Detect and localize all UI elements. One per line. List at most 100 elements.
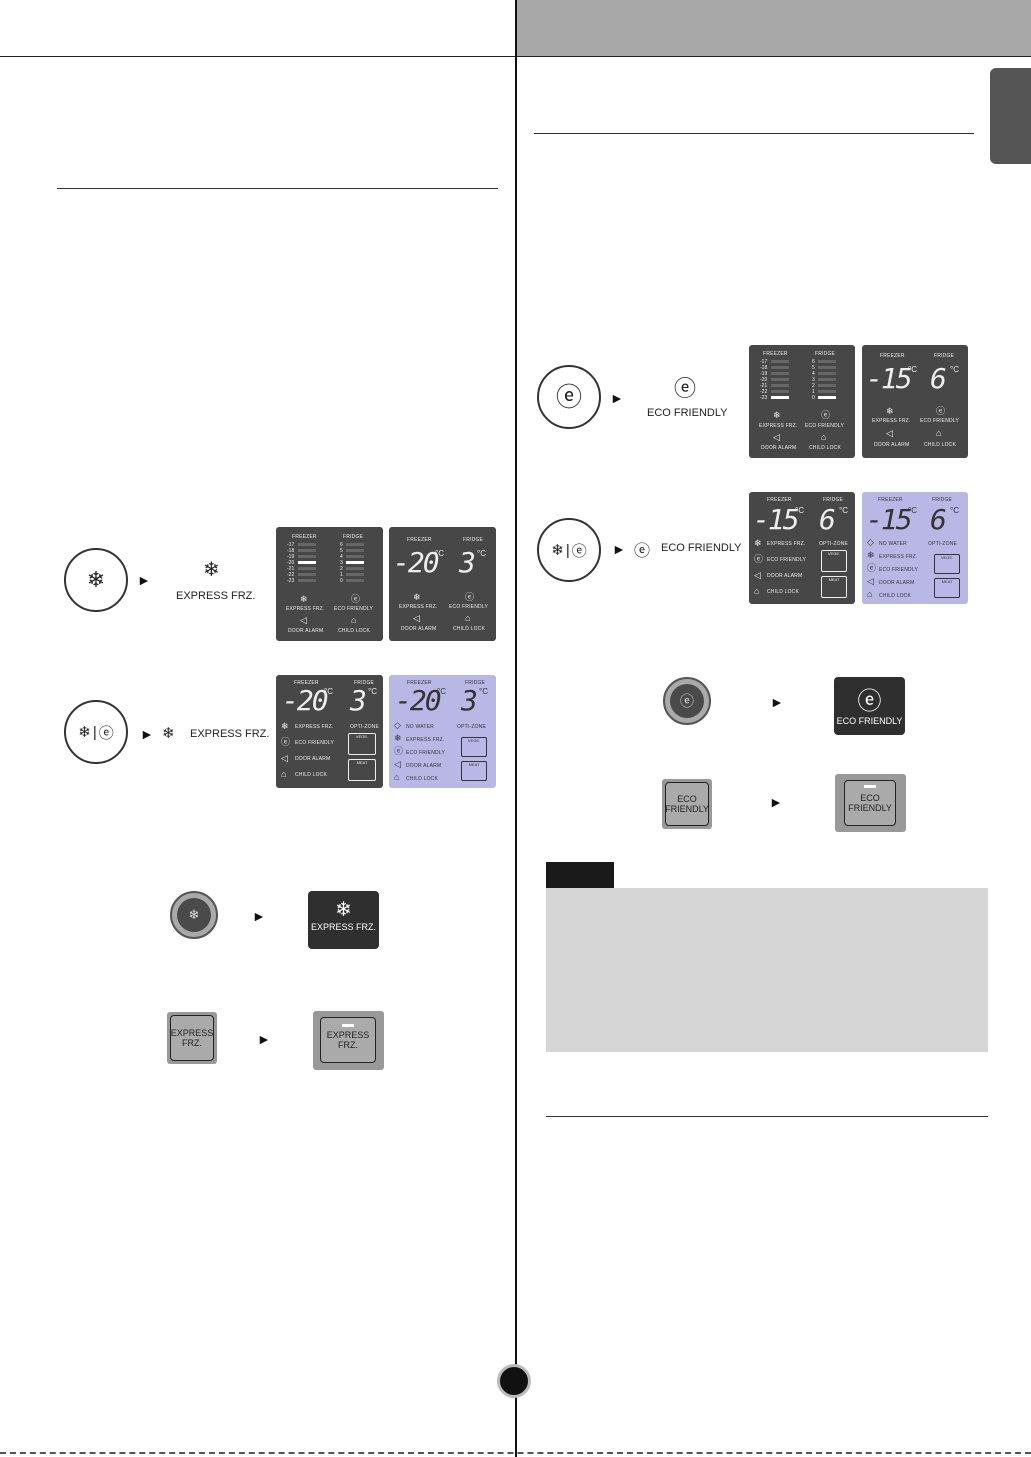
vege-box: VEGE. [461,737,487,757]
snowflake-refresh-icon: ❄ [394,733,402,743]
eco-leaf-icon: ⓔ [867,563,877,573]
play-arrow-icon: ► [612,541,626,557]
lock-icon: ⌂ [465,613,471,623]
snowflake-refresh-icon: ❄ [413,592,421,602]
speaker-icon: ◁ [300,615,307,625]
meat-box: MEAT [461,761,487,781]
express-eco-combo-button[interactable]: ❄ | ⓔ [537,518,601,582]
vege-box: VEGE. [821,550,847,572]
snowflake-refresh-icon: ❄ [886,406,894,416]
play-arrow-icon: ► [140,726,154,742]
freezer-scale: -17-18-19-20-21-22-23 [287,542,295,584]
note-tab [546,862,614,888]
snowflake-refresh-icon: ❄ [78,724,91,741]
display-panel-digits: FREEZER FRIDGE -15 °C 6 °C ❄ ⓔ EXPRESS F… [862,345,968,458]
speaker-icon: ◁ [394,759,401,769]
vege-box: VEGE. [348,733,376,755]
express-frz-key[interactable]: EXPRESS FRZ. [167,1012,217,1064]
eco-friendly-key-lit[interactable]: ECO FRIENDLY [835,774,906,832]
express-frz-key-lit[interactable]: EXPRESS FRZ. [313,1011,384,1070]
freezer-scale: -17-18-19-20-21-22-23 [760,359,768,401]
snowflake-refresh-icon: ❄ [754,538,762,548]
play-arrow-icon: ► [769,794,783,810]
section-rule-bottom [546,1116,988,1117]
section-rule-right [534,133,974,134]
play-arrow-icon: ► [770,694,784,710]
lock-icon: ⌂ [394,772,400,782]
play-arrow-icon: ► [610,390,624,406]
snowflake-refresh-icon: ❄ [162,725,175,742]
indicator-light [342,1024,354,1027]
eco-leaf-icon: ⓔ [98,724,114,742]
express-frz-label: EXPRESS FRZ. [176,590,256,602]
eco-leaf-icon: ⓔ [394,746,404,756]
note-box [546,888,988,1052]
speaker-icon: ◁ [754,570,761,580]
snowflake-refresh-icon: ❄ [177,898,211,932]
display-panel-optizone: FREEZER FRIDGE -20 °C 3 °C ❄ EXPRESS FRZ… [276,675,383,788]
eco-leaf-icon: ⓔ [670,684,704,718]
display-panel-optizone-lit: FREEZER FRIDGE -20 °C 3 °C ◇ NO WATER OP… [389,675,496,788]
display-panel-optizone-lit: FREEZER FRIDGE -15 °C 6 °C ◇ NO WATER OP… [862,492,968,604]
page-number-badge [497,1364,531,1398]
eco-leaf-icon: ⓔ [821,410,831,420]
eco-friendly-label-2: ECO FRIENDLY [661,542,742,554]
express-frz-label-2: EXPRESS FRZ. [190,728,270,740]
snowflake-refresh-icon: ❄ [203,559,220,581]
display-panel-optizone: FREEZER FRIDGE -15 °C 6 °C ❄ EXPRESS FRZ… [749,492,855,604]
play-arrow-icon: ► [137,572,151,588]
speaker-icon: ◁ [886,428,893,438]
speaker-icon: ◁ [413,613,420,623]
meat-box: MEAT [934,578,960,598]
play-arrow-icon: ► [257,1031,271,1047]
bottom-trim-line [0,1452,1031,1454]
water-drop-icon: ◇ [394,720,401,730]
header-band [516,0,1031,56]
snowflake-refresh-icon: ❄ [281,721,289,731]
lock-icon: ⌂ [821,432,827,442]
eco-leaf-icon: ⓔ [634,543,651,560]
play-arrow-icon: ► [252,908,266,924]
express-frz-lit-button[interactable]: ❄ EXPRESS FRZ. [308,891,379,949]
eco-friendly-round-button[interactable]: ⓔ [537,365,601,429]
lock-icon: ⌂ [281,769,287,779]
express-frz-round-button[interactable]: ❄ [64,548,128,612]
section-tab [990,68,1031,164]
speaker-icon: ◁ [773,432,780,442]
indicator-light [864,785,876,788]
eco-leaf-icon: ⓔ [754,554,764,564]
eco-friendly-knob[interactable]: ⓔ [663,677,711,725]
eco-leaf-icon: ⓔ [281,737,291,747]
eco-leaf-icon: ⓔ [674,376,697,401]
vege-box: VEGE. [934,554,960,574]
express-frz-knob[interactable]: ❄ [170,891,218,939]
speaker-icon: ◁ [867,576,874,586]
eco-leaf-icon: ⓔ [555,382,582,412]
eco-leaf-icon: ⓔ [857,688,882,715]
lock-icon: ⌂ [867,589,873,599]
meat-box: MEAT [348,759,376,781]
lock-icon: ⌂ [754,586,760,596]
column-divider [515,0,517,1457]
snowflake-refresh-icon: ❄ [773,410,781,420]
speaker-icon: ◁ [281,753,288,763]
snowflake-refresh-icon: ❄ [867,550,875,560]
section-rule-left [57,188,498,189]
eco-leaf-icon: ⓔ [351,594,361,604]
lock-icon: ⌂ [351,615,357,625]
snowflake-refresh-icon: ❄ [300,594,308,604]
snowflake-refresh-icon: ❄ [335,899,352,921]
eco-leaf-icon: ⓔ [936,406,946,416]
snowflake-refresh-icon: ❄ [86,567,106,592]
express-eco-combo-button[interactable]: ❄ | ⓔ [64,700,128,764]
eco-friendly-label: ECO FRIENDLY [647,407,728,419]
eco-friendly-lit-button[interactable]: ⓔ ECO FRIENDLY [834,677,905,735]
eco-leaf-icon: ⓔ [465,592,475,602]
meat-box: MEAT [821,576,847,598]
snowflake-refresh-icon: ❄ [551,542,564,559]
eco-friendly-key[interactable]: ECO FRIENDLY [662,779,712,829]
